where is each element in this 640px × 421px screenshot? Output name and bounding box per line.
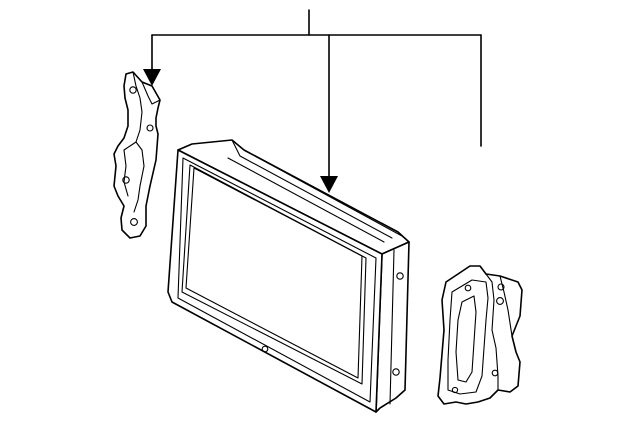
left-mounting-bracket xyxy=(113,71,161,239)
arrowhead-display-unit xyxy=(320,176,338,193)
right-mounting-bracket xyxy=(437,265,523,405)
callout-leaders xyxy=(143,9,482,193)
display-unit xyxy=(167,139,410,413)
arrowhead-left-bracket xyxy=(143,69,161,86)
